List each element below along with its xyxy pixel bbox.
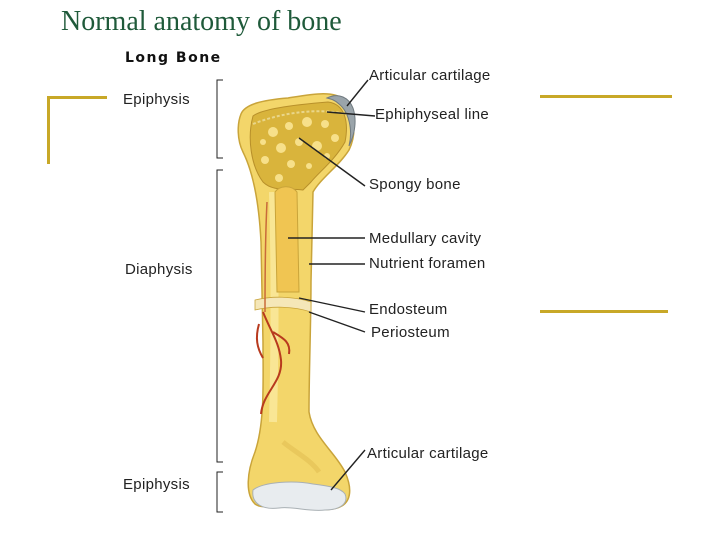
region-label-epiphysis-top: Epiphysis	[123, 91, 190, 108]
bone-illustration	[216, 79, 376, 513]
long-bone-figure: Long Bone Epiphysis Diaphysis Epiphysis …	[113, 42, 528, 518]
leader-articular-bottom	[330, 449, 366, 491]
leader-endosteum	[298, 297, 366, 313]
accent-line-right-middle	[540, 310, 668, 313]
nutrient-canal	[264, 201, 268, 313]
label-medullary-cavity: Medullary cavity	[369, 230, 482, 247]
distal-shading	[281, 440, 322, 474]
medullary-cavity	[274, 186, 300, 293]
label-articular-cartilage-top: Articular cartilage	[369, 67, 491, 84]
label-spongy-bone: Spongy bone	[369, 176, 461, 193]
bracket-epiphysis-top	[216, 79, 223, 159]
region-label-epiphysis-bottom: Epiphysis	[123, 476, 190, 493]
articular-cartilage-top	[325, 95, 356, 147]
leader-periosteum	[308, 311, 366, 333]
label-periosteum: Periosteum	[371, 324, 450, 341]
label-nutrient-foramen: Nutrient foramen	[369, 255, 486, 272]
region-label-diaphysis: Diaphysis	[125, 261, 193, 278]
figure-title: Long Bone	[125, 50, 222, 66]
accent-line-left-vertical	[47, 96, 50, 164]
region-brackets	[216, 79, 223, 513]
bracket-diaphysis	[216, 169, 223, 463]
accent-line-left-horizontal	[47, 96, 107, 99]
label-articular-cartilage-bottom: Articular cartilage	[367, 445, 489, 462]
leader-lines	[288, 79, 376, 491]
label-epiphyseal-line: Ephiphyseal line	[375, 106, 490, 123]
slide-title: Normal anatomy of bone	[61, 6, 342, 37]
bracket-epiphysis-bottom	[216, 471, 223, 513]
articular-cartilage-bottom	[252, 481, 347, 511]
label-endosteum: Endosteum	[369, 301, 448, 318]
spongy-texture	[260, 117, 339, 182]
leader-articular-top	[346, 79, 369, 107]
leader-spongy-bone	[298, 137, 366, 187]
accent-line-right-top	[540, 95, 672, 98]
nutrient-vessels	[255, 311, 291, 415]
spongy-bone-region	[249, 101, 347, 191]
leader-epiphyseal-line	[326, 111, 376, 117]
